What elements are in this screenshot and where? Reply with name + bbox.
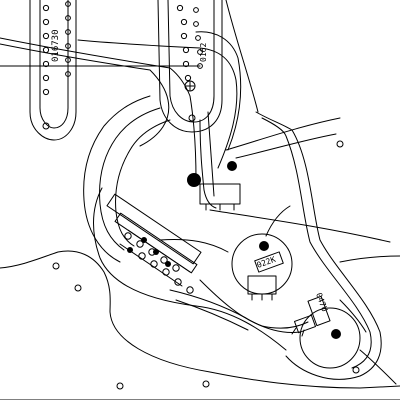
tone-cap-2-label: 047U [314, 292, 329, 313]
wire-long-diagonal [209, 209, 391, 243]
tone-cap-1-label: 022K [256, 255, 277, 270]
wire-to-output [339, 299, 367, 333]
body-outline [0, 250, 400, 389]
wire-switch-to-pot [159, 239, 229, 253]
neck-pickup-inner [39, 0, 69, 129]
wire-to-switch-2 [207, 111, 215, 197]
neck-pickup-poles [42, 1, 71, 96]
middle-pickup-code-label: 0162 [199, 43, 208, 62]
wire-middle-2 [195, 31, 242, 151]
wire-top-right [225, 117, 341, 151]
solder-dots [127, 161, 341, 339]
wire-exit-right [339, 255, 400, 263]
wire-right-1 [235, 133, 337, 159]
screw-holes [42, 80, 360, 390]
wire-neck-black [0, 43, 170, 147]
neck-pickup-code-label: 016730 [51, 29, 61, 62]
volume-pot [199, 183, 241, 211]
cavity-route [93, 187, 287, 351]
switch-lugs [124, 232, 194, 294]
neck-pickup-cavity [29, 0, 77, 141]
wire-to-pot1 [265, 205, 291, 237]
middle-pickup-cavity [157, 0, 223, 133]
wire-main-loop-outer [83, 95, 151, 263]
wire-main-loop-3 [115, 119, 171, 247]
tone-pot-2 [291, 307, 361, 369]
wire-lower-2 [175, 299, 249, 331]
capacitor-022K [254, 251, 284, 273]
tone-pot-1 [231, 233, 293, 301]
wire-middle-1 [77, 39, 238, 169]
middle-pickup-inner [167, 0, 215, 123]
bridge-pickup-cavity [225, 0, 259, 113]
pickguard-inner-edge [261, 117, 372, 369]
pickguard-outline [255, 111, 382, 380]
wire-exit-bottom-right [359, 349, 397, 385]
wire-to-switch-1 [199, 119, 217, 209]
capacitor-047U [307, 295, 331, 327]
wire-lower-1 [169, 289, 301, 333]
wire-neck-white [0, 37, 197, 181]
wire-main-loop-inner [99, 107, 161, 251]
middle-pickup-poles [176, 4, 203, 82]
